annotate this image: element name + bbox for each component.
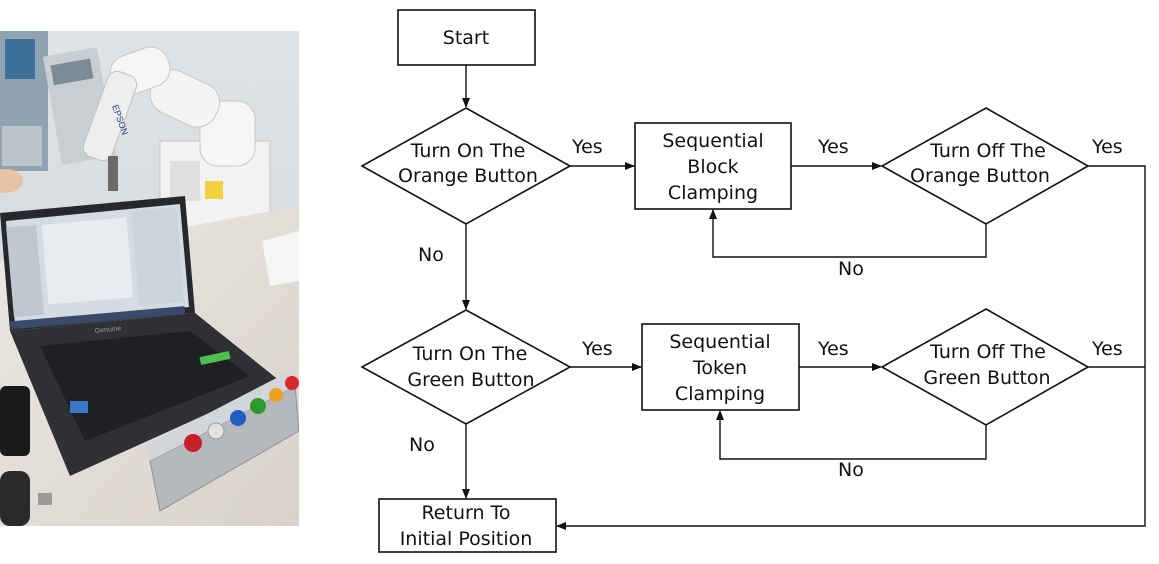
green-on-label-line2: Green Button [407, 369, 534, 391]
orange-button [269, 388, 283, 402]
no-label-green-on: No [409, 434, 435, 456]
end-box [378, 498, 557, 553]
yes-label-green-on: Yes [581, 338, 613, 360]
orange-on-label-line1: Turn On The [410, 140, 526, 162]
block-clamping-line2: Block [687, 156, 738, 178]
token-clamping-line2: Token [692, 357, 747, 379]
blue-button [230, 410, 246, 426]
green-button [250, 398, 266, 414]
block-clamping-line1: Sequential [662, 130, 763, 152]
process-block-clamping [634, 122, 792, 210]
end-label-line1: Return To [421, 502, 510, 524]
red-button [184, 434, 202, 452]
orange-off-label-line2: Orange Button [910, 165, 1050, 187]
yes-label-orange-off: Yes [1091, 136, 1123, 158]
green-on-label-line1: Turn On The [412, 343, 528, 365]
yes-label-block: Yes [817, 136, 849, 158]
green-off-label-line2: Green Button [923, 367, 1050, 389]
token-clamping-line1: Sequential [669, 331, 770, 353]
start-label: Start [443, 27, 489, 49]
robot-arm: EPSON [82, 46, 256, 191]
start-box [397, 9, 536, 66]
yes-label-orange-on: Yes [571, 136, 603, 158]
laptop: Genuine [0, 196, 280, 476]
yes-label-green-off: Yes [1091, 338, 1123, 360]
green-off-label-line1: Turn Off The [929, 341, 1046, 363]
decision-green-on [360, 309, 572, 425]
button-box [145, 371, 299, 512]
white-button [207, 422, 225, 440]
arrow-green-off-no-loop [716, 410, 987, 460]
end-label-line2: Initial Position [400, 528, 533, 550]
orange-off-label-line1: Turn Off The [929, 140, 1046, 162]
arrow-orange-off-yes [556, 165, 1146, 530]
yes-label-token: Yes [817, 338, 849, 360]
orange-on-label-line2: Orange Button [398, 165, 538, 187]
red-button-2 [285, 376, 299, 390]
robot-setup-photo: EPSON Genuine [0, 31, 299, 526]
arrow-orange-off-no-loop [709, 209, 987, 258]
no-label-orange-off: No [838, 258, 864, 280]
laptop-brand: Genuine [94, 325, 121, 335]
no-label-green-off: No [838, 459, 864, 481]
no-label-orange-on: No [418, 244, 444, 266]
token-clamping-line3: Clamping [675, 383, 765, 405]
block-clamping-line3: Clamping [668, 182, 758, 204]
